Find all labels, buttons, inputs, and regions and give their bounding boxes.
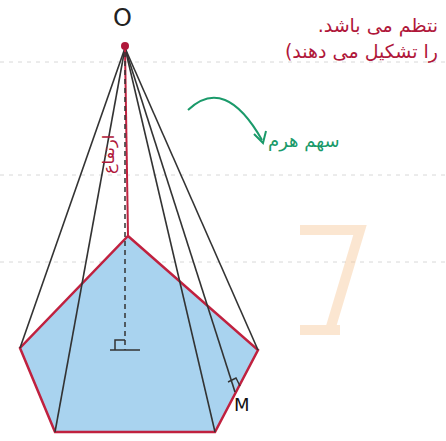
note-text: نتظم می باشد. [318, 14, 438, 36]
height-label: ارتفاع [99, 135, 118, 174]
point-label: M [234, 394, 250, 415]
note-text: را تشکیل می دهند) [285, 40, 438, 62]
apex-label: O [113, 4, 132, 32]
apothem-label: سهم هرم [268, 130, 340, 151]
